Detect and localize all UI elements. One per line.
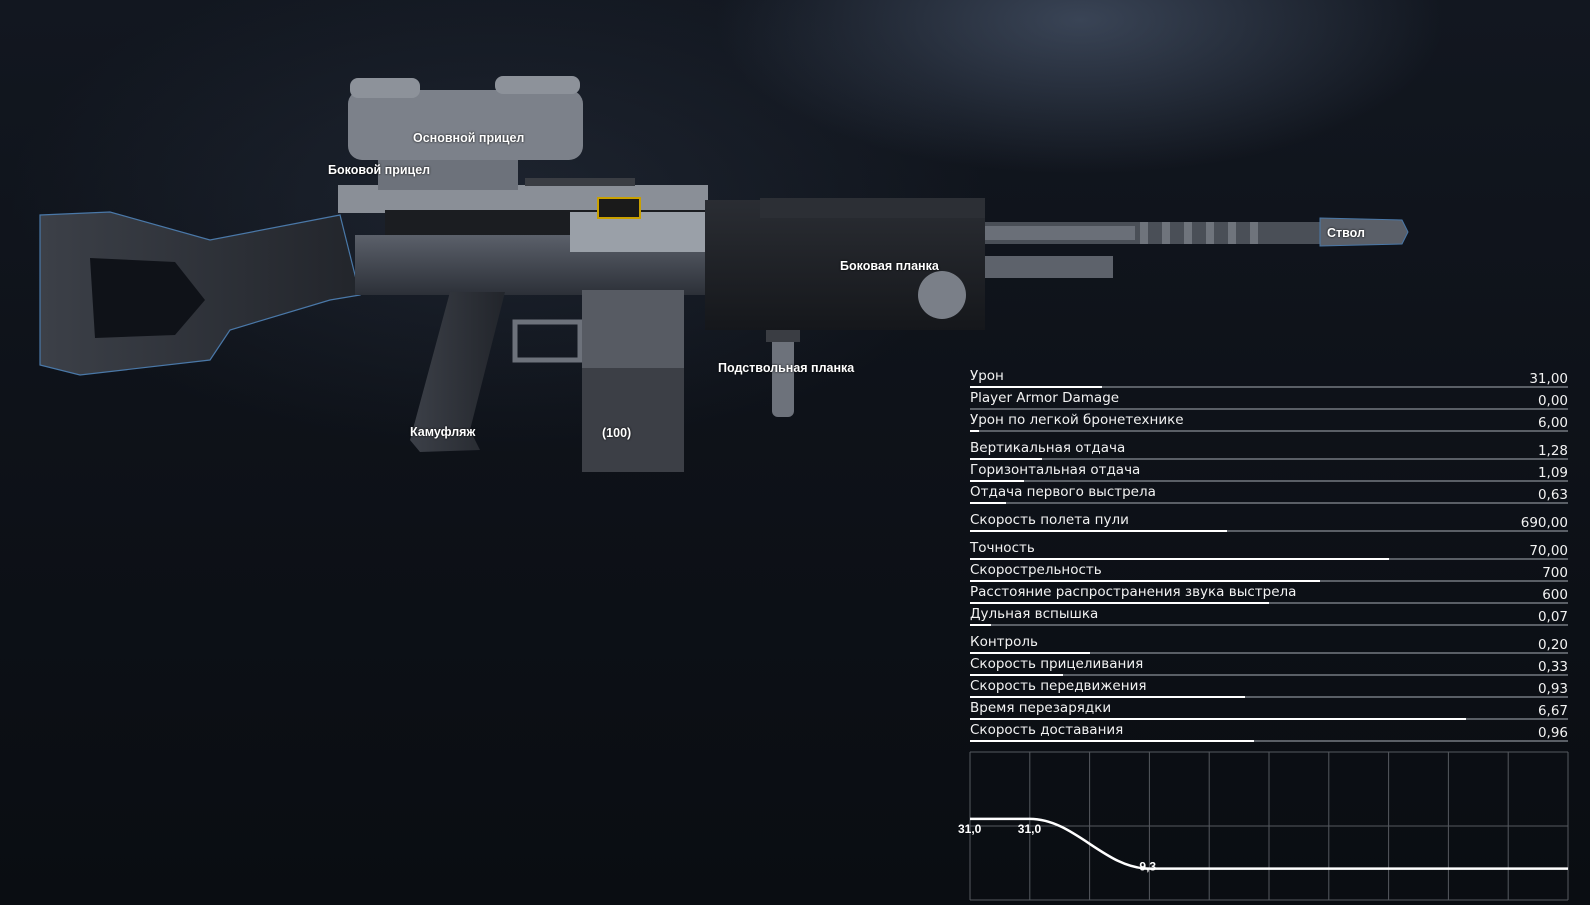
stat-bar-track [970,718,1568,720]
stat-first-shot-recoil: Отдача первого выстрела 0,63 [970,484,1568,504]
chart-grid [969,751,1569,901]
stat-reload-time: Время перезарядки 6,67 [970,700,1568,720]
stat-control: Контроль 0,20 [970,634,1568,654]
stat-name: Скорость полета пули [970,512,1129,528]
stat-player-armor-damage: Player Armor Damage 0,00 [970,390,1568,410]
stat-draw-speed: Скорость доставания 0,96 [970,722,1568,742]
stat-vertical-recoil: Вертикальная отдача 1,28 [970,440,1568,460]
camo-label[interactable]: Камуфляж [410,425,476,439]
stat-value: 700 [1542,565,1568,581]
stat-bar-track [970,580,1568,582]
stat-name: Дульная вспышка [970,606,1099,622]
magazine-label[interactable]: (100) [602,426,632,440]
stat-bar-fill [970,624,991,626]
stat-value: 31,00 [1529,371,1568,387]
stat-bar-track [970,558,1568,560]
foregrip [772,335,794,417]
stat-damage: Урон 31,00 [970,368,1568,388]
stat-light-vehicle-damage: Урон по легкой бронетехнике 6,00 [970,412,1568,432]
stat-bar-fill [970,718,1467,720]
stat-bullet-velocity: Скорость полета пули 690,00 [970,512,1568,532]
stat-muzzle-flash: Дульная вспышка 0,07 [970,606,1568,626]
stat-bar-track [970,740,1568,742]
stat-horizontal-recoil: Горизонтальная отдача 1,09 [970,462,1568,482]
stat-name: Отдача первого выстрела [970,484,1156,500]
stat-bar-track [970,674,1568,676]
stat-value: 1,28 [1537,443,1568,459]
stat-value: 0,20 [1537,637,1568,653]
falloff-point-label: 9,3 [1139,860,1156,874]
stat-value: 0,96 [1537,725,1568,741]
stat-bar-track [970,408,1568,410]
barrel-rings [1140,222,1258,244]
stat-name: Скорость доставания [970,722,1124,738]
falloff-point-label: 31,0 [958,822,982,836]
muzzle [1319,217,1409,247]
stat-bar-fill [970,602,1269,604]
stat-value: 1,09 [1537,465,1568,481]
stat-bar-fill [970,480,1024,482]
scope-body [348,90,583,160]
stat-value: 0,00 [1537,393,1568,409]
falloff-point-label: 31,0 [1018,822,1042,836]
stat-name: Урон [970,368,1004,384]
stat-bar-fill [970,430,979,432]
stat-value: 6,67 [1537,703,1568,719]
stat-bar-track [970,624,1568,626]
stat-movement-speed: Скорость передвижения 0,93 [970,678,1568,698]
stat-value: 6,00 [1537,415,1568,431]
stock-cutout [90,258,205,338]
stat-bar-track [970,386,1568,388]
stat-value: 0,63 [1537,487,1568,503]
stat-bar-fill [970,696,1246,698]
stat-bar-fill [970,502,1006,504]
stat-rate-of-fire: Скорострельность 700 [970,562,1568,582]
pistol-grip [410,292,505,452]
stat-bar-fill [970,530,1228,532]
stat-bar-fill [970,580,1320,582]
stat-name: Скорость передвижения [970,678,1147,694]
stat-value: 0,33 [1537,659,1568,675]
stat-bar-fill [970,558,1389,560]
side-sight-label[interactable]: Боковой прицел [328,163,431,177]
stat-bar-fill [970,386,1102,388]
stat-name: Контроль [970,634,1038,650]
stat-name: Время перезарядки [970,700,1112,716]
stat-bar-fill [970,674,1063,676]
stat-name: Урон по легкой бронетехнике [970,412,1184,428]
stat-bar-track [970,530,1568,532]
stat-value: 70,00 [1529,543,1568,559]
stat-name: Player Armor Damage [970,390,1120,406]
damage-falloff-line [970,817,1568,870]
stat-name: Горизонтальная отдача [970,462,1141,478]
stat-name: Расстояние распространения звука выстрел… [970,584,1297,600]
underbarrel-rail-label[interactable]: Подствольная планка [718,361,855,375]
stat-name: Точность [970,540,1035,556]
stat-value: 600 [1542,587,1568,603]
stat-bar-track [970,602,1568,604]
stat-name: Скорость прицеливания [970,656,1144,672]
stat-bar-fill [970,652,1090,654]
stat-value: 0,07 [1537,609,1568,625]
stat-bar-track [970,480,1568,482]
stat-value: 0,93 [1537,681,1568,697]
stat-value: 690,00 [1520,515,1568,531]
stat-name: Скорострельность [970,562,1102,578]
stat-bar-track [970,502,1568,504]
stat-bar-track [970,696,1568,698]
stat-name: Вертикальная отдача [970,440,1126,456]
stat-sound-distance: Расстояние распространения звука выстрел… [970,584,1568,604]
barrel-label[interactable]: Ствол [1327,226,1365,240]
main-sight-label[interactable]: Основной прицел [413,131,525,145]
stat-bar-fill [970,740,1255,742]
stat-bar-track [970,430,1568,432]
stat-bar-fill [970,458,1042,460]
stat-accuracy: Точность 70,00 [970,540,1568,560]
side-rail-label[interactable]: Боковая планка [840,259,939,273]
stat-bar-track [970,652,1568,654]
stat-bar-track [970,458,1568,460]
stat-aim-speed: Скорость прицеливания 0,33 [970,656,1568,676]
